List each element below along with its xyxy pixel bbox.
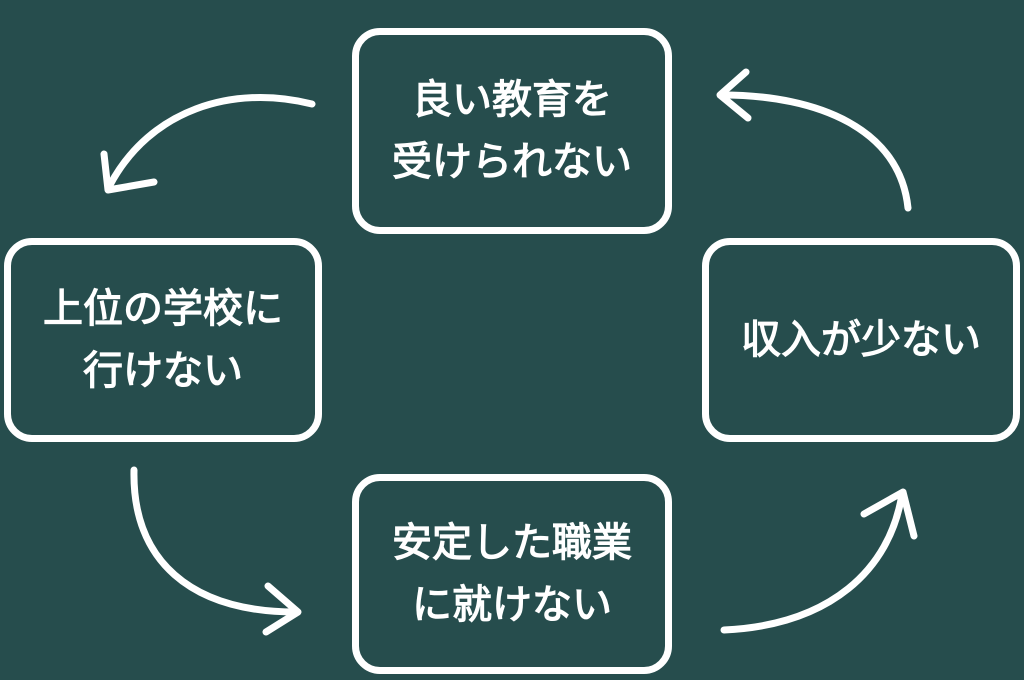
node-poor-education-line1: 良い教育を [412,77,612,123]
arrow-left-to-bottom [130,466,300,616]
node-cannot-enter-top-school-line1: 上位の学校に [43,286,283,332]
arrow-bottom-to-right [720,490,906,634]
arrow-right-to-top-head [716,68,752,122]
node-low-income-line1: 収入が少ない [741,317,981,363]
arrow-left-to-bottom-head [262,582,302,636]
node-poor-education: 良い教育を 受けられない [352,28,672,234]
node-cannot-enter-top-school: 上位の学校に 行けない [4,238,322,442]
arrow-top-to-left [106,94,316,189]
node-low-income: 収入が少ない [702,238,1020,442]
node-poor-education-line2: 受けられない [392,139,632,185]
arrow-top-to-left-head [100,150,158,194]
node-no-stable-job: 安定した職業 に就けない [352,474,672,674]
node-no-stable-job-line1: 安定した職業 [392,520,632,566]
node-cannot-enter-top-school-line2: 行けない [83,348,243,394]
node-no-stable-job-line2: に就けない [412,582,612,628]
arrow-right-to-top [718,91,912,212]
arrow-bottom-to-right-head [860,488,918,540]
